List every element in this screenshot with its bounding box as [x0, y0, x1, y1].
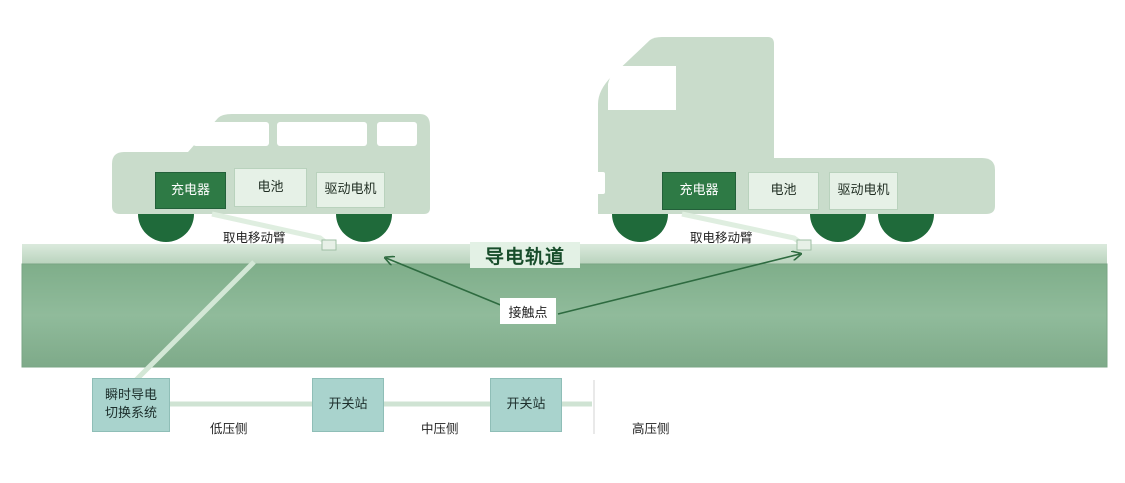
- car-contact-shoe: [321, 239, 337, 251]
- contact-point-label: 接触点: [500, 298, 556, 324]
- high-voltage-label: 高压侧: [632, 421, 670, 436]
- truck-contact-shoe: [796, 239, 812, 251]
- rail-title: 导电轨道: [470, 242, 580, 268]
- car-window-1: [193, 122, 269, 146]
- car-motor-box: 驱动电机: [316, 172, 385, 208]
- truck-battery-box: 电池: [748, 172, 819, 210]
- car-rear-wheel: [336, 214, 392, 242]
- switch-station-2: 开关站: [490, 378, 562, 432]
- switch-station-1: 开关站: [312, 378, 384, 432]
- truck-charger-box: 充电器: [662, 172, 736, 210]
- switch-system-box: 瞬时导电 切换系统: [92, 378, 170, 432]
- truck-arm-label: 取电移动臂: [690, 230, 753, 245]
- car-window-2: [277, 122, 367, 146]
- car-front-wheel: [138, 214, 194, 242]
- truck-headlight: [591, 172, 605, 194]
- truck-front-wheel: [612, 214, 668, 242]
- feed-line: [132, 260, 256, 384]
- low-voltage-label: 低压侧: [210, 421, 248, 436]
- truck-motor-box: 驱动电机: [829, 172, 898, 210]
- car-window-3: [377, 122, 417, 146]
- contact-arrow-right: [557, 254, 800, 315]
- car-arm-label: 取电移动臂: [223, 230, 286, 245]
- truck-rear-wheel-1: [810, 214, 866, 242]
- car-charger-box: 充电器: [155, 172, 226, 209]
- contact-arrow-left: [386, 258, 504, 307]
- truck-cab-window: [608, 66, 676, 110]
- car-battery-box: 电池: [234, 168, 307, 207]
- truck: [591, 37, 995, 251]
- conductive-rail-body: [21, 263, 1108, 368]
- truck-rear-wheel-2: [878, 214, 934, 242]
- mid-voltage-label: 中压侧: [421, 421, 459, 436]
